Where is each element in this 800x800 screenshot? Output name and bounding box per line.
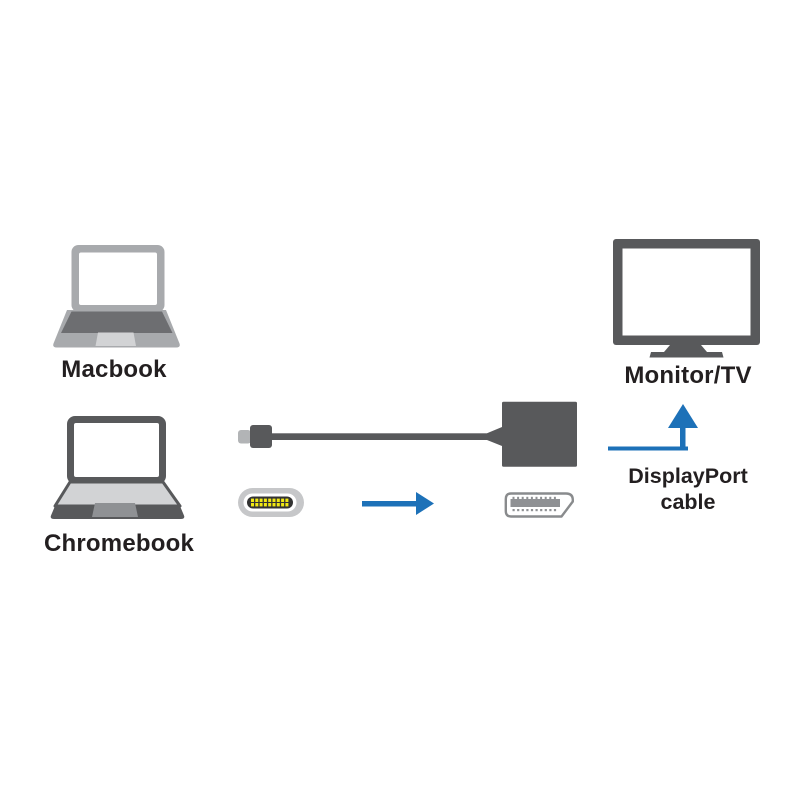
displayport-cable-label: DisplayPort cable <box>606 463 770 515</box>
monitor-tv-illustration <box>611 237 761 359</box>
laptop-chromebook-icon <box>50 416 185 519</box>
displayport-connector-icon <box>504 492 576 518</box>
arrow-right-icon <box>361 490 435 516</box>
usb-c-connector-icon <box>237 487 305 518</box>
chromebook-illustration <box>44 410 189 522</box>
displayport-cable-label-line1: DisplayPort <box>628 464 748 488</box>
chromebook-label: Chromebook <box>43 530 194 557</box>
displayport-cable-arrow-icon <box>602 400 702 452</box>
usb-c-port-icon <box>238 488 304 517</box>
laptop-macbook-icon <box>53 245 180 348</box>
macbook-illustration <box>48 240 188 352</box>
macbook-label: Macbook <box>61 356 167 383</box>
displayport-cable-label-line2: cable <box>660 490 716 514</box>
adapter-cable-icon <box>238 401 577 467</box>
monitor-icon <box>613 239 760 358</box>
usbc-displayport-adapter-illustration <box>234 398 584 470</box>
displayport-plug-icon <box>504 492 574 518</box>
monitor-label: Monitor/TV <box>624 362 752 389</box>
